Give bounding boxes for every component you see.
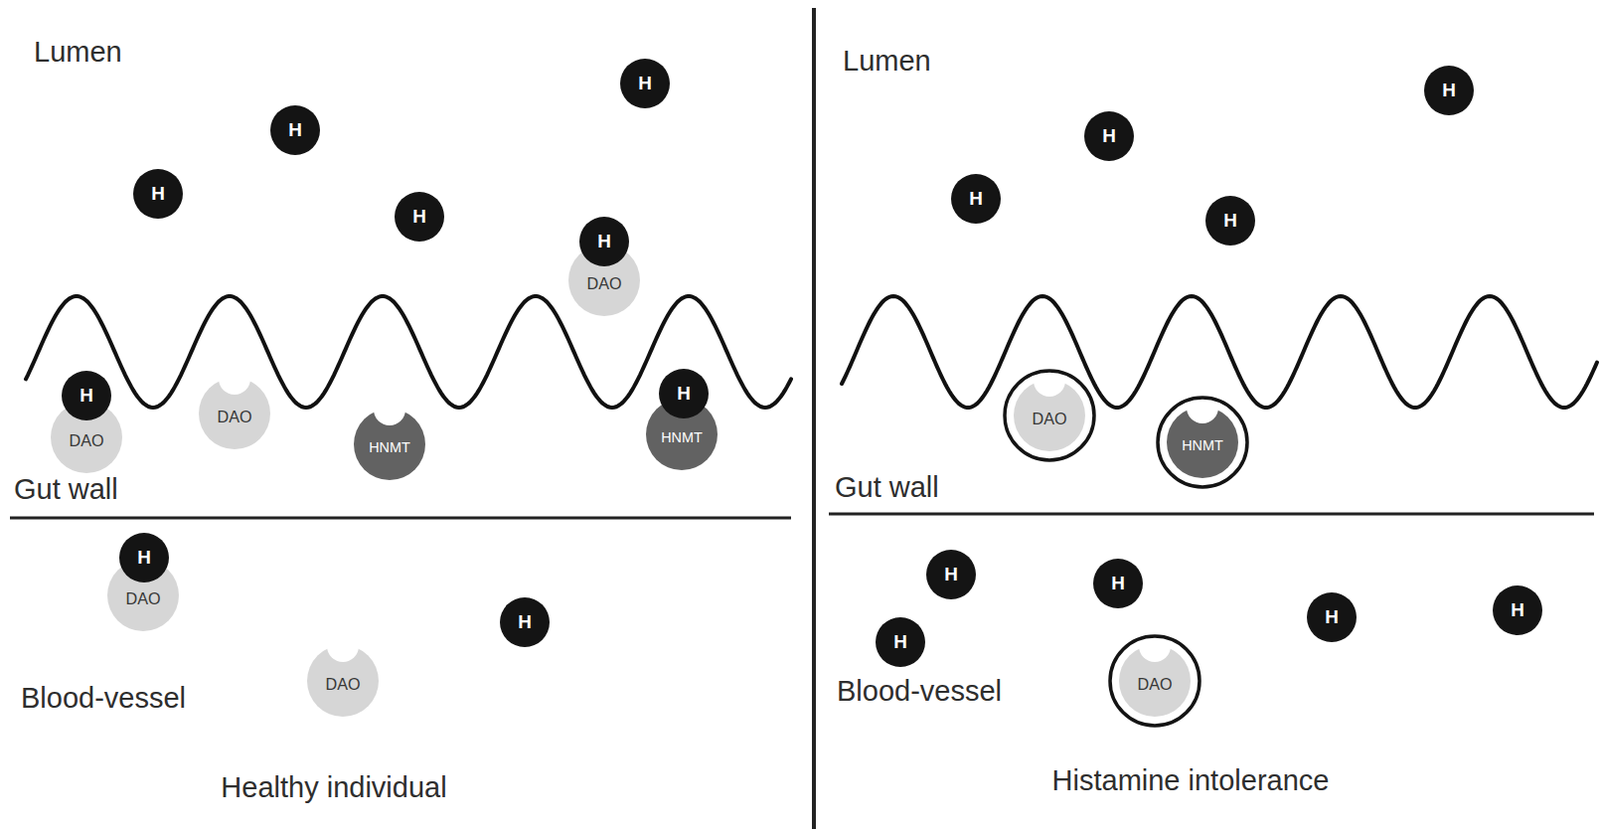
molecule-circle [133, 168, 183, 219]
histamine-molecule: H [578, 215, 631, 268]
histamine-molecule: H [874, 616, 927, 668]
region-label: Lumen [33, 35, 123, 69]
molecule-circle [499, 597, 550, 647]
histamine-molecule: H [118, 531, 170, 584]
histamine-molecule: H [1083, 110, 1135, 162]
molecule-circle [579, 216, 630, 267]
molecule-letter: H [874, 632, 927, 653]
wall-boundary-line [828, 512, 1595, 516]
enzyme-name: DAO [566, 275, 642, 294]
villi-wave [841, 296, 1598, 408]
histamine-molecule: H [498, 596, 551, 648]
dao-enzyme: DAO [305, 642, 381, 719]
molecule-letter: H [118, 547, 170, 569]
enzyme-name: HNMT [351, 440, 428, 457]
histamine-molecule: H [393, 190, 446, 243]
molecule-circle [1093, 558, 1143, 609]
panel-divider [811, 7, 816, 829]
molecule-letter: H [925, 564, 977, 586]
enzyme-name: HNMT [643, 430, 720, 447]
region-label: Lumen [842, 44, 932, 78]
enzyme-name: DAO [105, 590, 181, 609]
molecule-letter: H [619, 73, 671, 95]
molecule-letter: H [1204, 210, 1257, 232]
region-label: Blood-vessel [836, 674, 1002, 708]
enzyme-name: HNMT [1153, 438, 1252, 455]
molecule-letter: H [1491, 600, 1544, 622]
molecule-letter: H [1083, 126, 1135, 148]
dao-enzyme: DAO [196, 375, 273, 452]
molecule-circle [1306, 592, 1357, 642]
molecule-circle [61, 370, 112, 421]
molecule-circle [119, 532, 169, 583]
histamine-molecule: H [1092, 557, 1144, 610]
histamine-molecule: H [132, 167, 184, 220]
histamine-molecule: H [60, 369, 113, 422]
enzyme-name: DAO [1106, 675, 1204, 694]
molecule-circle [875, 617, 926, 667]
molecule-circle [926, 549, 976, 600]
region-label: Gut wall [834, 471, 940, 504]
molecule-circle [394, 191, 445, 242]
molecule-letter: H [132, 183, 184, 205]
molecule-circle [1084, 111, 1134, 161]
molecule-circle [270, 105, 320, 156]
histamine-molecule: H [1423, 64, 1475, 117]
molecule-letter: H [60, 385, 113, 407]
histamine-molecule: H [657, 367, 710, 420]
histamine-molecule: H [950, 172, 1002, 225]
molecule-circle [1424, 65, 1474, 116]
wall-boundary-line [9, 516, 792, 520]
molecule-letter: H [498, 612, 551, 634]
histamine-molecule: H [1305, 591, 1358, 643]
histamine-molecule: H [1491, 584, 1544, 637]
molecule-letter: H [393, 206, 446, 228]
dao-enzyme: DAO [1000, 366, 1099, 465]
histamine-molecule: H [1204, 194, 1257, 247]
enzyme-name: DAO [48, 432, 125, 451]
molecule-letter: H [950, 188, 1002, 210]
molecule-letter: H [578, 231, 631, 253]
molecule-circle [658, 368, 709, 419]
molecule-letter: H [1423, 80, 1475, 102]
molecule-letter: H [1092, 573, 1144, 595]
molecule-circle [1492, 585, 1543, 636]
dao-enzyme: DAO [1106, 632, 1204, 730]
hnmt-enzyme: HNMT [1153, 393, 1252, 491]
histamine-molecule: H [925, 548, 977, 601]
region-label: Gut wall [13, 473, 119, 506]
histamine-molecule: H [269, 104, 321, 157]
molecule-letter: H [657, 383, 710, 405]
enzyme-name: DAO [1000, 410, 1099, 429]
molecule-circle [1205, 195, 1256, 246]
panel-caption: Healthy individual [220, 771, 447, 804]
histamine-molecule: H [619, 57, 671, 110]
molecule-circle [951, 173, 1001, 224]
molecule-circle [620, 58, 670, 109]
enzyme-name: DAO [305, 675, 381, 694]
region-label: Blood-vessel [20, 681, 186, 715]
molecule-letter: H [1305, 607, 1358, 629]
panel-caption: Histamine intolerance [1052, 764, 1330, 798]
molecule-letter: H [269, 120, 321, 142]
enzyme-name: DAO [196, 408, 273, 427]
hnmt-enzyme: HNMT [351, 406, 428, 482]
